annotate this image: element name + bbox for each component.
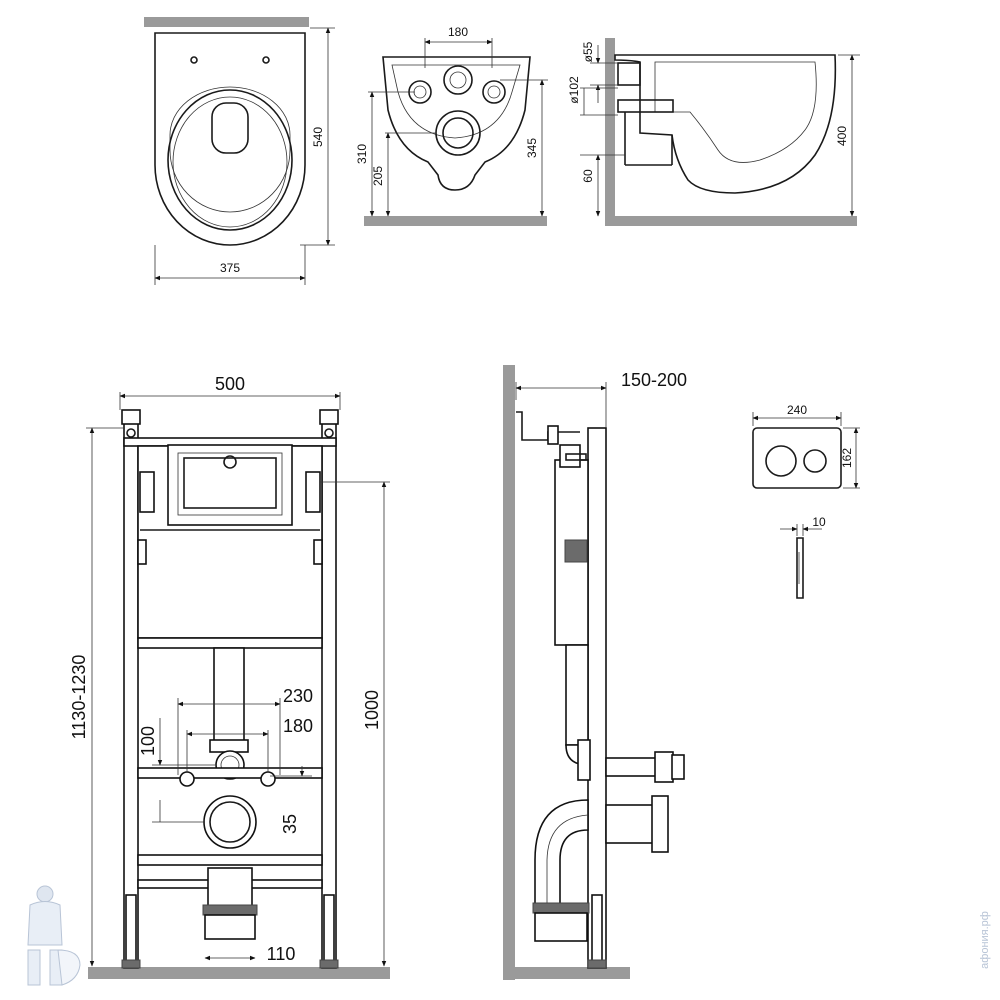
dim-100: 100 <box>138 726 158 756</box>
dim-310: 310 <box>355 144 369 164</box>
dim-205: 205 <box>371 166 385 186</box>
dim-d55: ø55 <box>581 41 595 62</box>
dim-bolt-180: 180 <box>283 716 313 736</box>
bowl-front-view: 180 310 205 345 <box>355 25 548 226</box>
dim-plate-height: 162 <box>840 448 854 468</box>
dim-wall-gap: 150-200 <box>621 370 687 390</box>
flush-plate-side: 10 <box>780 515 826 599</box>
flush-plate-front: 240 162 <box>752 403 860 489</box>
dim-inlet-spacing: 180 <box>448 25 468 39</box>
bowl-side-view: ø55 ø102 60 400 <box>567 38 860 226</box>
dim-d102: ø102 <box>567 76 581 104</box>
frame-side-view: 150-200 <box>503 365 687 980</box>
dim-345: 345 <box>525 138 539 158</box>
dim-bowl-width: 375 <box>220 261 240 275</box>
dim-frame-height-range: 1130-1230 <box>69 655 89 740</box>
frame-front-view: 500 1130-1230 1000 230 180 100 35 110 <box>69 374 390 979</box>
dim-bolt-230: 230 <box>283 686 313 706</box>
watermark-text: афония.рф <box>979 911 991 969</box>
dim-bowl-length: 540 <box>311 127 325 147</box>
bowl-top-view: 375 540 <box>144 17 335 285</box>
dim-plate-depth: 10 <box>812 515 826 529</box>
dim-110: 110 <box>267 944 296 964</box>
dim-60: 60 <box>581 169 595 183</box>
dim-400: 400 <box>835 126 849 146</box>
plumber-logo <box>27 885 81 986</box>
dim-frame-1000: 1000 <box>362 690 382 730</box>
dim-plate-width: 240 <box>787 403 807 417</box>
dim-35: 35 <box>280 814 300 834</box>
dim-frame-width: 500 <box>215 374 245 394</box>
